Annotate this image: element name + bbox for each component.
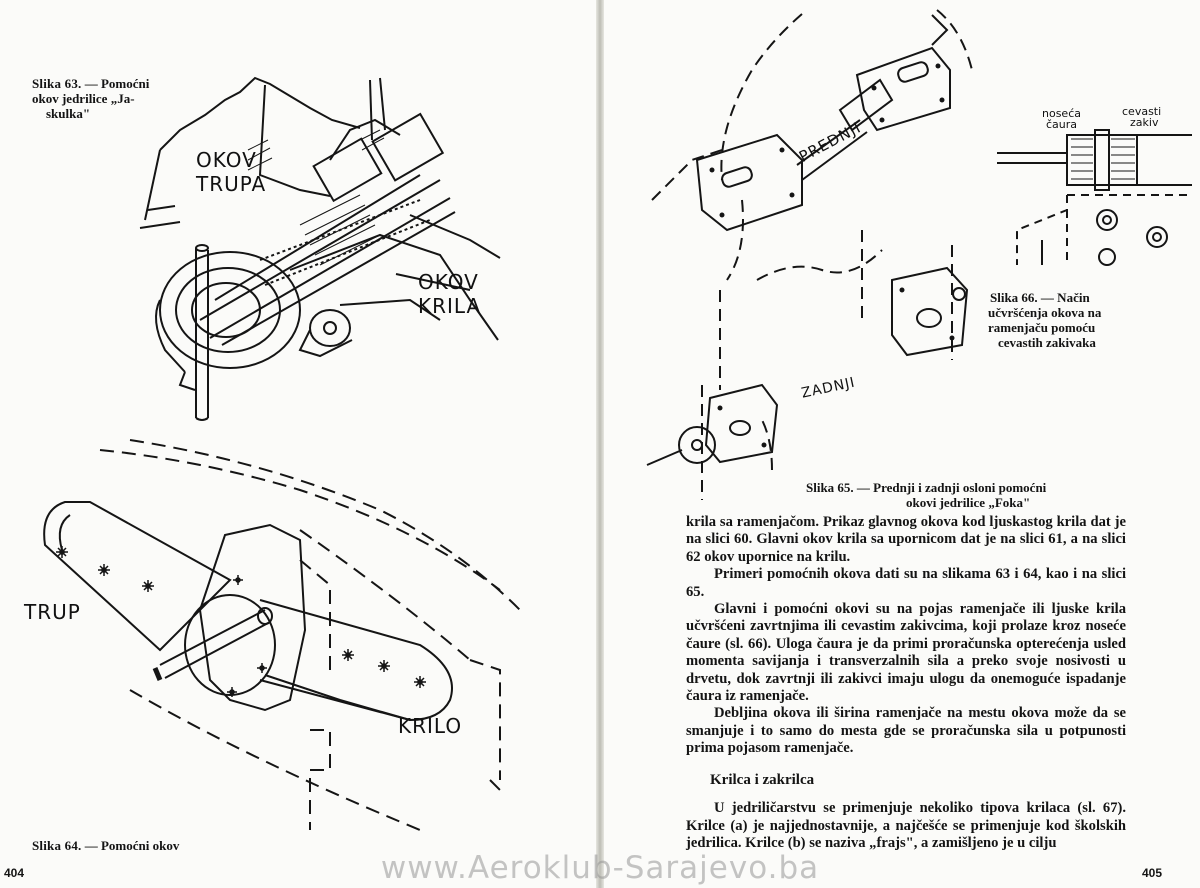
paragraph-1: krila sa ramenjačom. Prikaz glavnog okov… xyxy=(686,514,1126,565)
fig64-caption-text: — Pomoćni okov xyxy=(84,838,180,853)
fig63-caption-label: Slika 63. xyxy=(32,76,82,91)
body-text: krila sa ramenjačom. Prikaz glavnog okov… xyxy=(686,514,1126,758)
fig63-caption: Slika 63. — Pomoćni okov jedrilice „Ja- … xyxy=(32,76,182,121)
paragraph-2: Primeri pomoćnih okova dati su na slikam… xyxy=(686,566,1126,600)
fig66-caption-line-3: ramenjaču pomoću xyxy=(988,320,1096,335)
label-nosece-caura-line-2: čaura xyxy=(1046,118,1078,131)
label-trup: TRUP xyxy=(24,600,81,624)
section-paragraph: U jedriličarstvu se primenjuje nekoliko … xyxy=(686,800,1126,852)
label-cevasti-zakiv: cevasti zakiv xyxy=(1122,106,1161,128)
paragraph-4: Debljina okova ili širina ramenjače na m… xyxy=(686,705,1126,757)
fig66-caption-line-4: cevastih zakivaka xyxy=(998,335,1096,350)
fig65-caption-line-2: okovi jedrilice „Foka" xyxy=(906,495,1031,510)
page-number-left: 404 xyxy=(4,866,25,880)
fig64-drawing xyxy=(43,439,521,831)
fig65-caption: Slika 65. — Prednji i zadnji osloni pomo… xyxy=(806,480,1136,510)
page-number-right: 405 xyxy=(1142,866,1163,880)
left-page: Slika 63. — Pomoćni okov jedrilice „Ja- … xyxy=(0,0,598,888)
fig65-drawing xyxy=(646,9,973,500)
fig65-caption-line-1: Slika 65. — Prednji i zadnji osloni pomo… xyxy=(806,480,1047,495)
section-heading: Krilca i zakrilca xyxy=(710,772,815,788)
label-cevasti-zakiv-line-2: zakiv xyxy=(1130,116,1159,129)
fig66-drawing xyxy=(997,129,1192,266)
label-nosece-caura: noseća čaura xyxy=(1042,108,1081,130)
label-okov-trupa-line-1: OKOV xyxy=(196,148,257,172)
right-page: PREDNJI ZADNJI xyxy=(602,0,1200,888)
fig64-caption: Slika 64. — Pomoćni okov xyxy=(32,838,179,853)
fig66-caption: Slika 66. — Način učvršćenja okova na ra… xyxy=(988,290,1168,350)
fig63-caption-line-1: — Pomoćni xyxy=(84,76,150,91)
label-okov-krila-line-1: OKOV xyxy=(418,270,479,294)
book-gutter xyxy=(596,0,604,888)
fig66-caption-line-2: učvršćenja okova na xyxy=(988,305,1102,320)
fig63-drawing xyxy=(139,76,501,421)
label-okov-krila-line-2: KRILA xyxy=(418,294,482,318)
label-krilo: KRILO xyxy=(398,714,463,738)
paragraph-3: Glavni i pomoćni okovi su na pojas ramen… xyxy=(686,601,1126,705)
label-okov-krila: OKOV KRILA xyxy=(418,270,481,318)
fig63-caption-line-3: skulka" xyxy=(46,106,91,121)
fig66-caption-line-1: Slika 66. — Način xyxy=(990,290,1090,305)
watermark-text: www.Aeroklub-Sarajevo.ba xyxy=(380,850,820,886)
fig63-caption-line-2: okov jedrilice „Ja- xyxy=(32,91,135,106)
label-nosece-caura-line-1: noseća xyxy=(1042,107,1081,120)
section-text: U jedriličarstvu se primenjuje nekoliko … xyxy=(686,800,1126,853)
label-cevasti-zakiv-line-1: cevasti xyxy=(1122,105,1162,118)
fig64-caption-label: Slika 64. xyxy=(32,838,82,853)
label-okov-trupa: OKOV TRUPA xyxy=(196,148,266,196)
label-okov-trupa-line-2: TRUPA xyxy=(196,172,267,196)
